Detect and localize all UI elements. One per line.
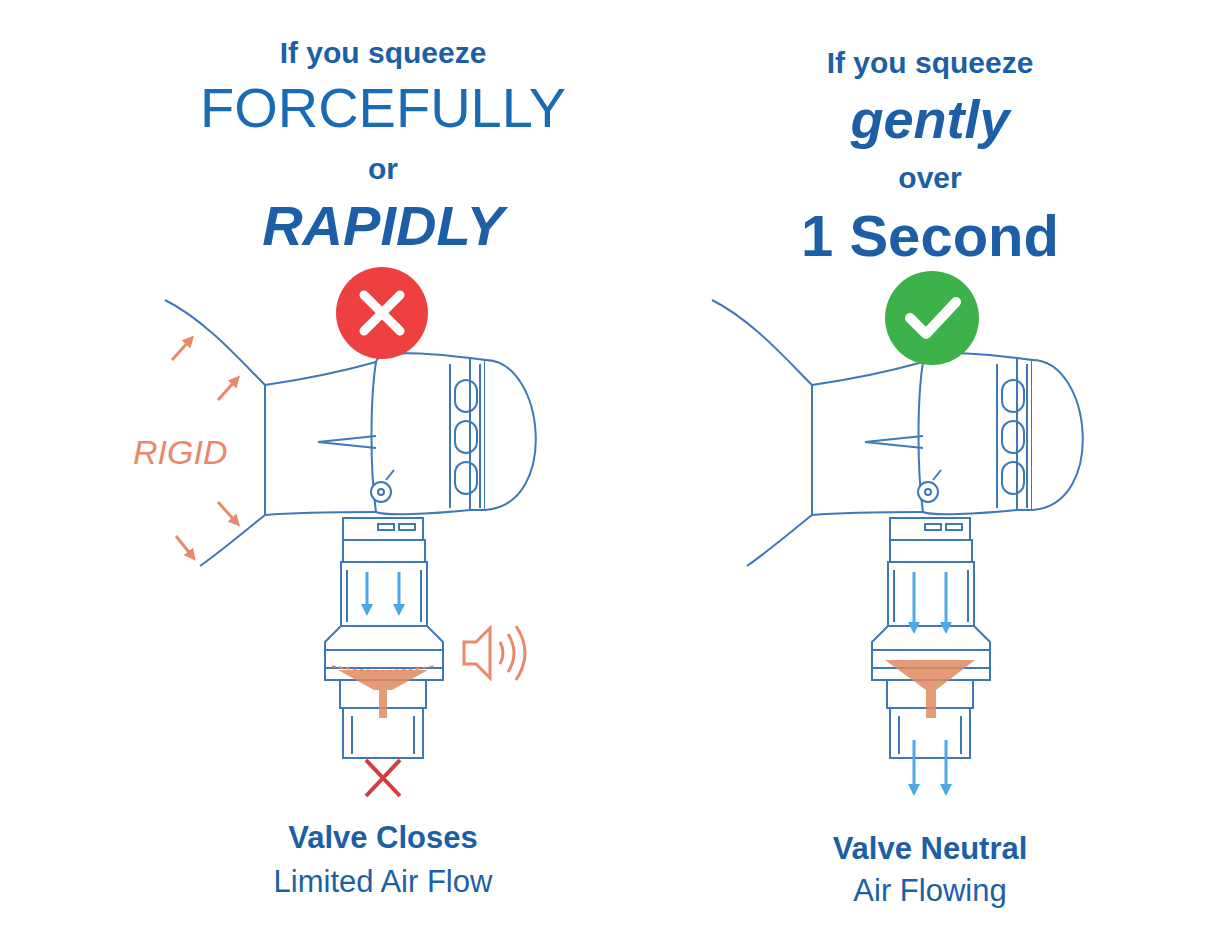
flow-arrow	[913, 740, 916, 790]
emphasis-text: FORCEFULLY	[200, 77, 566, 139]
bag-valve-device	[165, 300, 536, 758]
force-label: RIGID	[133, 434, 227, 471]
flow-arrow	[913, 572, 916, 628]
correct-icon-check	[910, 302, 956, 334]
flow-arrow	[945, 572, 948, 628]
valve-vibration	[332, 666, 434, 671]
correct-icon	[885, 271, 979, 365]
flow-arrow	[398, 572, 401, 610]
emphasis-text: RAPIDLY	[262, 195, 504, 257]
heading-text: or	[368, 152, 398, 185]
result-title: Valve Neutral	[833, 832, 1028, 866]
flow-arrow	[945, 740, 948, 790]
emphasis-text: 1 Second	[801, 204, 1059, 268]
flow-arrow	[366, 572, 369, 610]
heading-text: over	[898, 161, 961, 194]
result-text: Air Flowing	[853, 874, 1006, 908]
result-title: Valve Closes	[288, 821, 478, 855]
wrong-icon-cross	[364, 295, 400, 331]
sound-icon	[464, 626, 525, 680]
heading-text: If you squeeze	[827, 46, 1034, 79]
heading-text: If you squeeze	[280, 36, 487, 69]
emphasis-text: gently	[850, 90, 1009, 149]
valve-cone	[338, 670, 428, 718]
bag-valve-device	[712, 300, 1083, 758]
wrong-icon	[336, 267, 428, 359]
valve-cone	[885, 660, 975, 718]
result-text: Limited Air Flow	[274, 865, 493, 899]
blocked-mark	[366, 760, 400, 796]
